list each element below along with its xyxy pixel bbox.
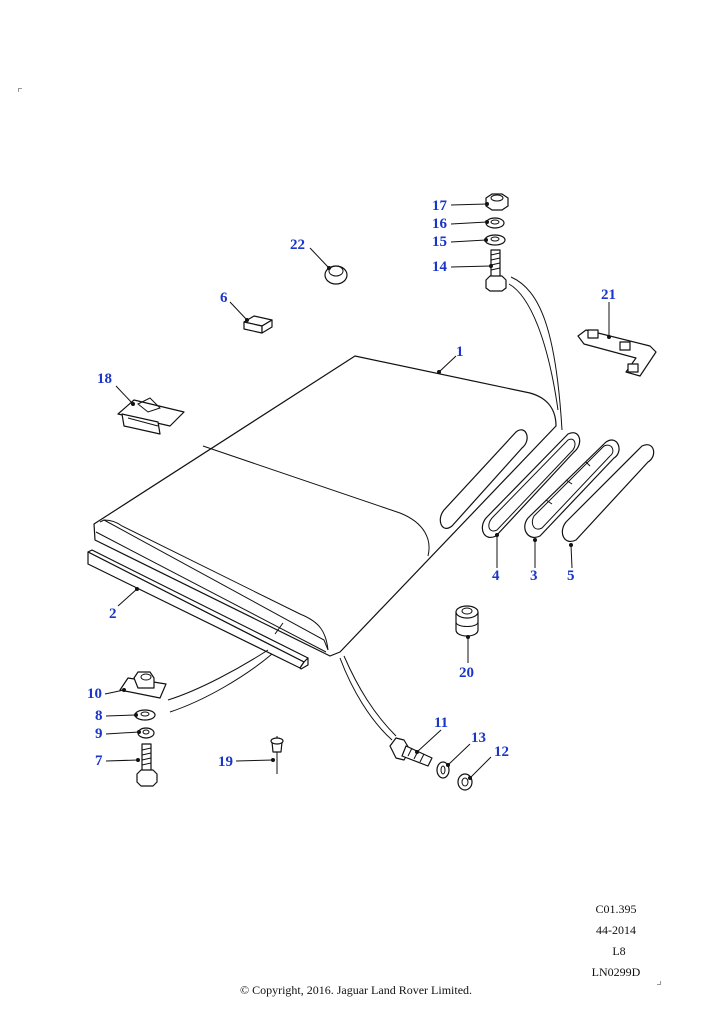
rivet [270, 736, 284, 774]
illustration-date-code: 44-2014 [596, 923, 636, 937]
leader-lines [104, 202, 611, 780]
side-window-seal-outer [439, 429, 528, 529]
nut-top [485, 193, 509, 211]
callout-3: 3 [530, 568, 538, 584]
assembly-guide-lines [167, 276, 563, 741]
callout-4: 4 [492, 568, 500, 584]
corner-mark-top-left [18, 88, 22, 92]
callout-10: 10 [87, 686, 102, 702]
front-seal-strip [87, 549, 309, 670]
callout-13: 13 [471, 730, 486, 746]
cage-nut [119, 671, 167, 699]
flat-washer-lower [134, 709, 156, 721]
callout-9: 9 [95, 726, 103, 742]
callout-1: 1 [456, 344, 464, 360]
pad-block [243, 315, 273, 334]
callout-18: 18 [97, 371, 112, 387]
illustration-model-code: L8 [612, 944, 626, 958]
callout-22: 22 [290, 237, 305, 253]
callout-5: 5 [567, 568, 575, 584]
clip-bracket [117, 397, 185, 435]
bolt-right [389, 737, 433, 767]
spring-washer-lower [137, 727, 155, 739]
rubber-bump-stop [455, 605, 479, 637]
illustration-id: LN0299D [591, 965, 641, 979]
callout-2: 2 [109, 606, 117, 622]
plug [324, 265, 348, 285]
callout-11: 11 [434, 715, 449, 731]
spring-washer-right [436, 761, 450, 779]
callout-6: 6 [220, 290, 228, 306]
callout-14: 14 [432, 259, 447, 275]
callout-17: 17 [432, 198, 447, 214]
callout-12: 12 [494, 744, 509, 760]
callout-15: 15 [432, 234, 447, 250]
copyright-notice: © Copyright, 2016. Jaguar Land Rover Lim… [239, 983, 473, 997]
side-window-inner-panel [561, 444, 655, 542]
roof-panel [93, 355, 557, 657]
callout-16: 16 [432, 216, 447, 232]
side-window-seal [481, 432, 581, 538]
callout-21: 21 [601, 287, 616, 303]
illustration-ref-code: C01.395 [595, 902, 637, 916]
corner-mark-bottom-right [657, 981, 661, 985]
callout-19: 19 [218, 754, 233, 770]
bolt-top [485, 249, 507, 292]
mounting-bracket [577, 329, 657, 377]
callout-20: 20 [459, 665, 474, 681]
side-window-glass [524, 439, 620, 538]
callout-7: 7 [95, 753, 103, 769]
callout-8: 8 [95, 708, 103, 724]
bolt-lower [136, 743, 158, 787]
